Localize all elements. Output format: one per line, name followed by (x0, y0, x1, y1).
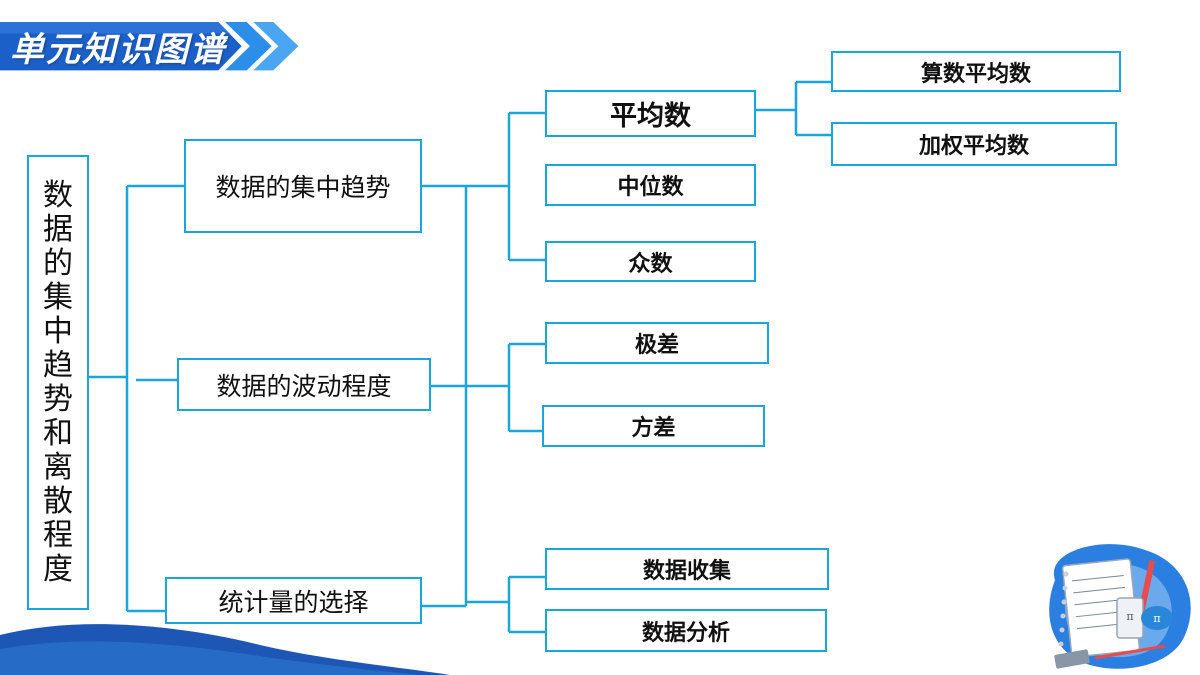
root-char: 趋 (43, 347, 73, 383)
node-variance: 方差 (542, 405, 765, 447)
node-median: 中位数 (545, 164, 756, 206)
node-data-collection: 数据收集 (545, 548, 829, 590)
node-mean: 平均数 (545, 90, 756, 137)
banner-title: 单元知识图谱 (10, 30, 226, 70)
chevron-right-icon (253, 22, 299, 71)
node-arithmetic-mean: 算数平均数 (831, 51, 1121, 92)
root-char: 据 (43, 211, 73, 247)
root-char: 的 (43, 245, 73, 281)
root-char: 势 (43, 381, 73, 417)
node-dispersion: 数据的波动程度 (177, 358, 431, 411)
banner-background (0, 22, 299, 71)
root-char: 和 (43, 415, 73, 451)
root-char: 度 (43, 551, 73, 587)
node-mode: 众数 (545, 241, 756, 282)
node-range: 极差 (545, 322, 769, 364)
root-char: 集 (43, 279, 73, 315)
node-data-analysis: 数据分析 (545, 609, 827, 652)
svg-text:π: π (1126, 610, 1133, 623)
root-char: 数 (43, 177, 73, 213)
bottom-wave-decoration (0, 624, 450, 675)
node-weighted-mean: 加权平均数 (831, 122, 1117, 166)
root-node: 数 据 的 集 中 趋 势 和 离 散 程 度 (27, 155, 89, 610)
root-char: 散 (43, 483, 73, 519)
node-central-tendency: 数据的集中趋势 (184, 139, 422, 233)
svg-text:π: π (1153, 612, 1160, 625)
chevron-right-icon (225, 22, 272, 71)
node-statistic-choice: 统计量的选择 (165, 577, 422, 624)
math-notebook-icon: π π (1049, 544, 1191, 669)
root-char: 中 (43, 313, 73, 349)
root-char: 离 (43, 449, 73, 485)
root-char: 程 (43, 517, 73, 553)
